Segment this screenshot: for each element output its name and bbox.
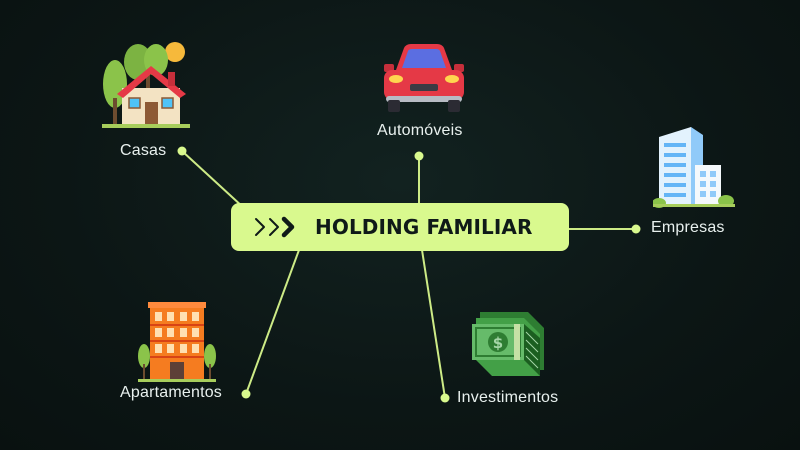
- apartment-building-icon: [138, 302, 216, 382]
- center-title: HOLDING FAMILIAR: [315, 215, 533, 239]
- office-building-icon: [653, 127, 735, 208]
- connector-dot-empresas: [631, 224, 641, 234]
- connector-dot-automoveis: [414, 151, 424, 161]
- node-label-automoveis: Automóveis: [377, 122, 463, 139]
- car-icon: [384, 44, 464, 112]
- connector-dot-apartamentos: [241, 389, 251, 399]
- node-label-casas: Casas: [120, 142, 167, 159]
- connector-dot-casas: [177, 146, 187, 156]
- money-stack-icon: $: [472, 312, 544, 376]
- connector-dot-investimentos: [440, 393, 450, 403]
- node-label-empresas: Empresas: [651, 219, 725, 236]
- center-node: HOLDING FAMILIAR: [231, 203, 569, 251]
- triple-chevron-right-icon: [255, 216, 295, 238]
- connector-apartamentos: [245, 249, 300, 395]
- connector-casas: [181, 150, 245, 209]
- house-icon: [102, 42, 190, 128]
- svg-text:$: $: [493, 334, 503, 352]
- connector-investimentos: [421, 249, 446, 399]
- node-label-apartamentos: Apartamentos: [120, 384, 223, 401]
- node-label-investimentos: Investimentos: [457, 389, 559, 406]
